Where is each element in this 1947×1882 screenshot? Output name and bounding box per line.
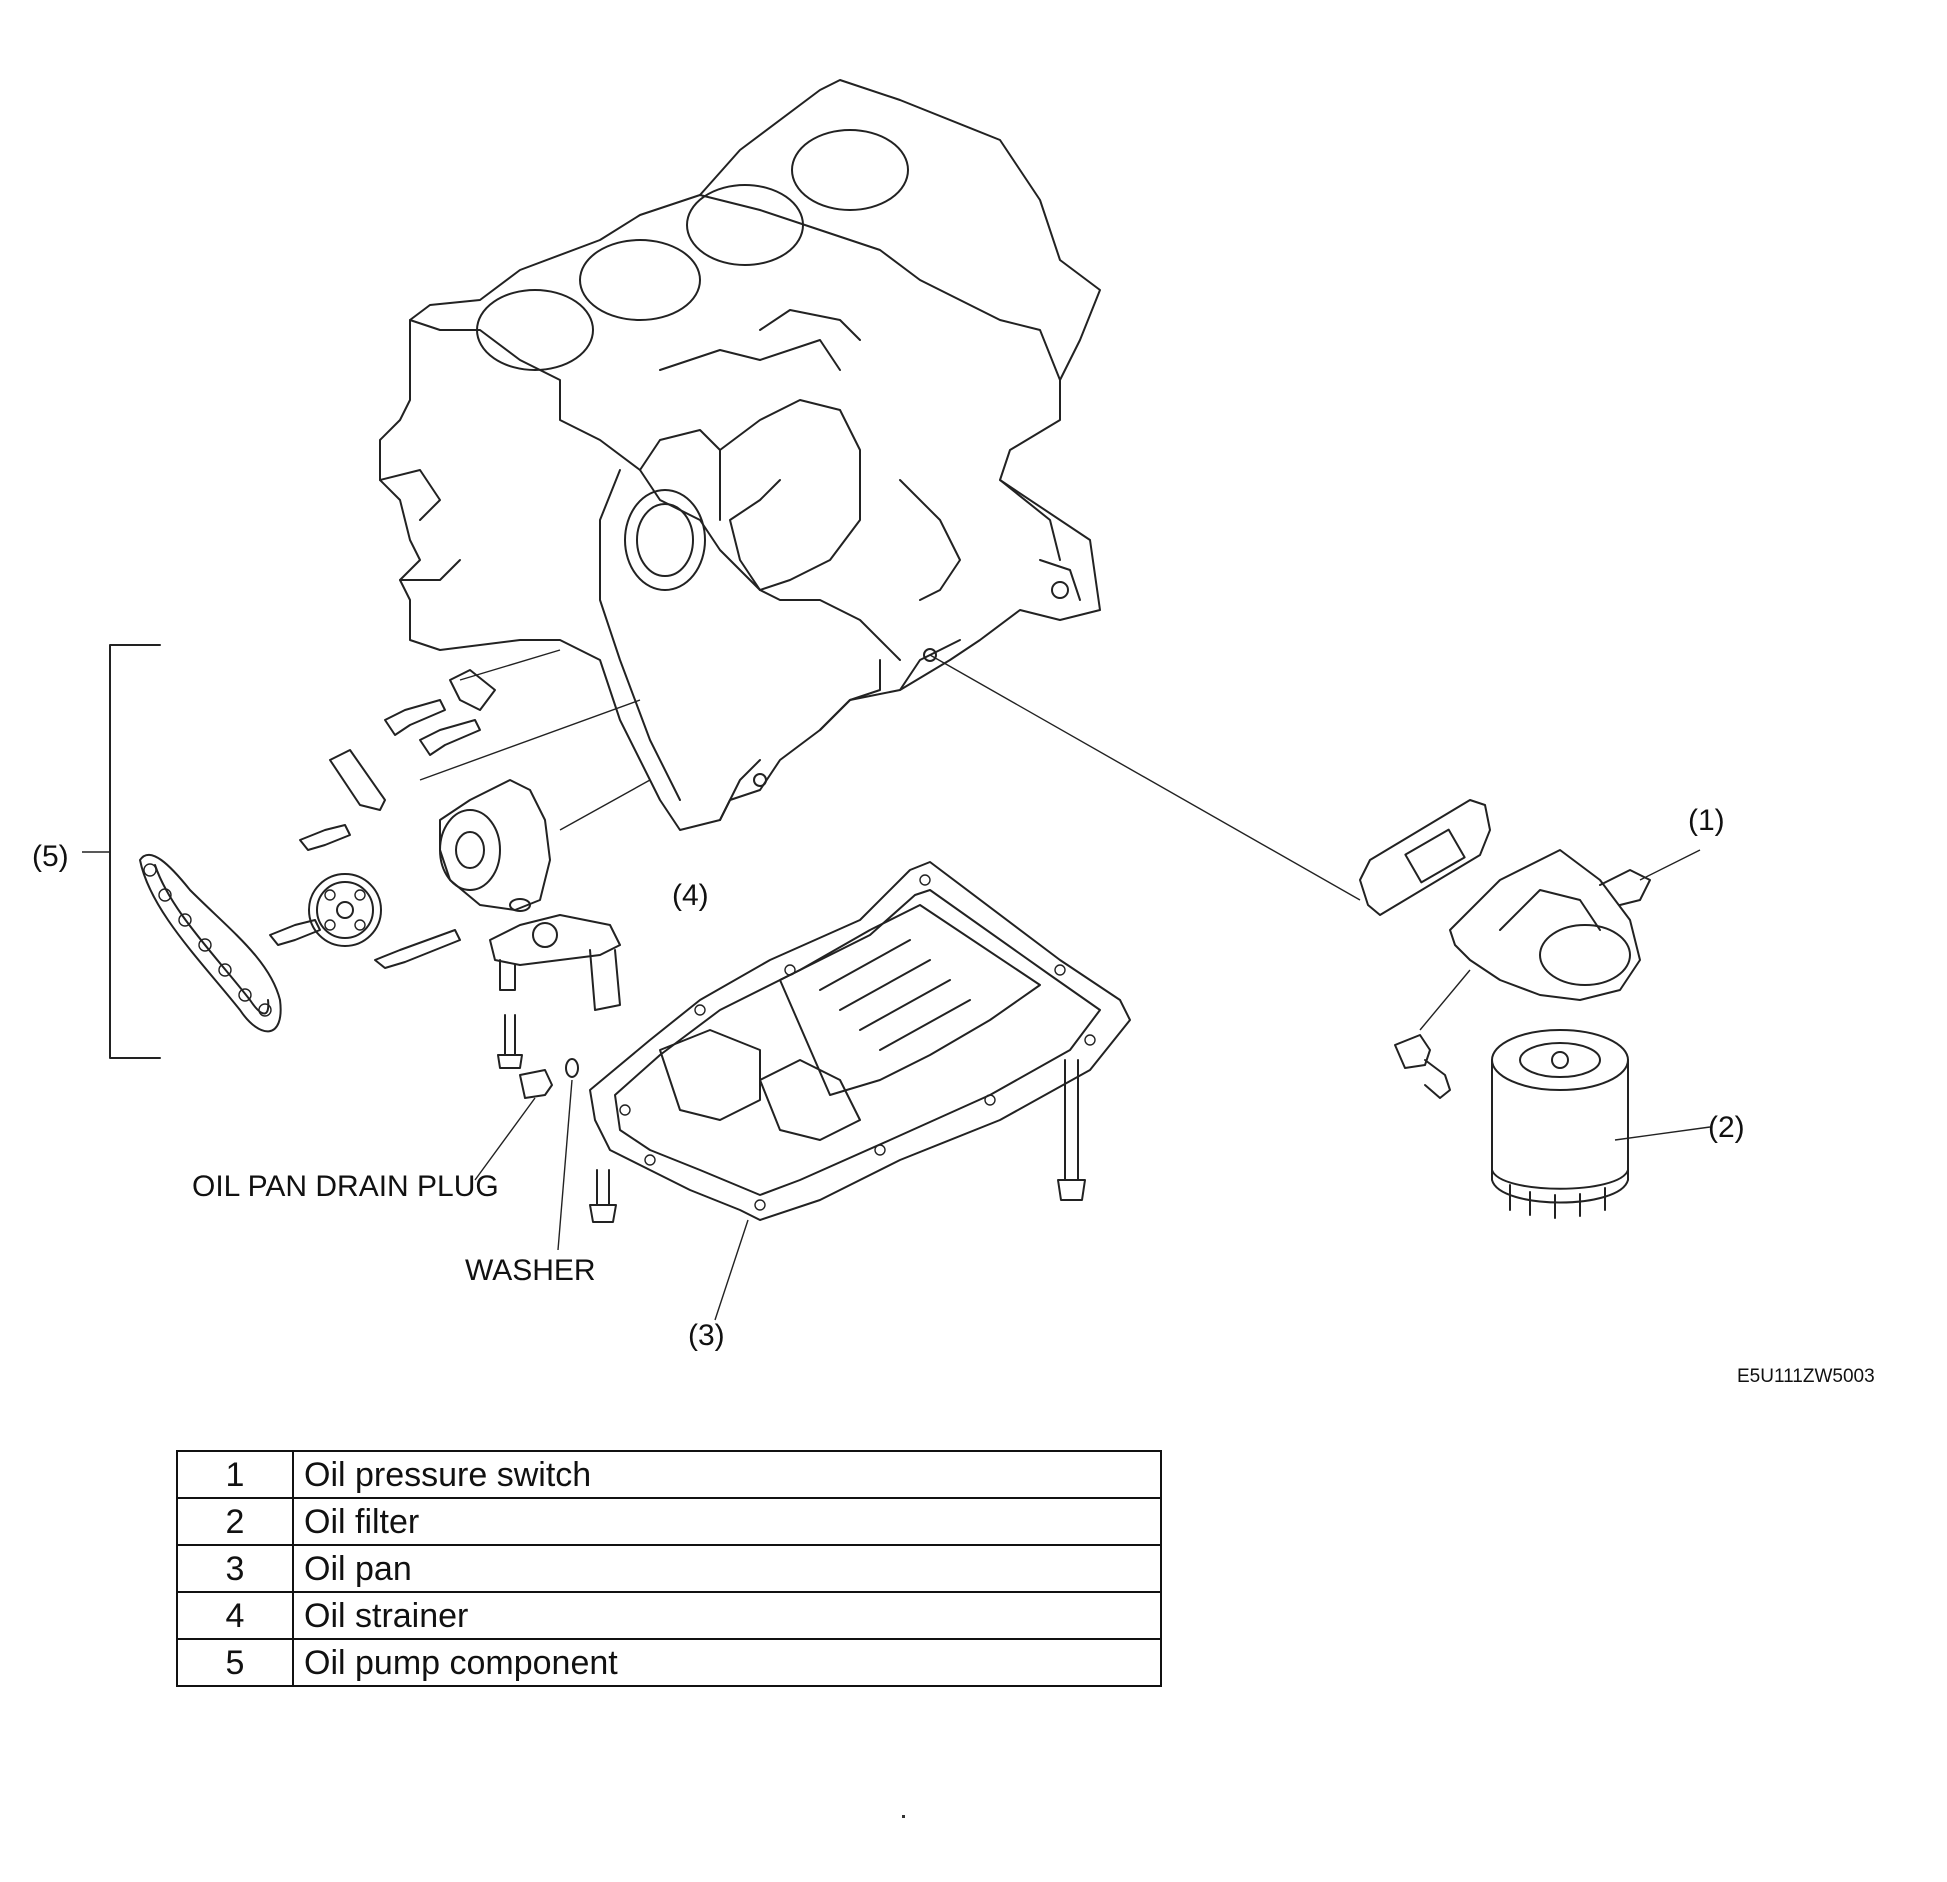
part-name: Oil pan <box>292 1544 1162 1593</box>
drain-plug-label: OIL PAN DRAIN PLUG <box>192 1170 499 1203</box>
drain-plug-and-washer <box>474 1058 579 1251</box>
table-row: 3 Oil pan <box>176 1544 1162 1593</box>
part-number: 1 <box>176 1450 294 1499</box>
table-row: 4 Oil strainer <box>176 1591 1162 1640</box>
callout-5: (5) <box>32 840 69 873</box>
stray-dot <box>902 1815 905 1818</box>
part-number: 3 <box>176 1544 294 1593</box>
callout-2: (2) <box>1708 1111 1745 1144</box>
part-name: Oil filter <box>292 1497 1162 1546</box>
table-row: 5 Oil pump component <box>176 1638 1162 1687</box>
pump-bolts <box>269 699 481 969</box>
part-number: 5 <box>176 1638 294 1687</box>
assembly-guide-lines <box>419 649 1471 1031</box>
part-name: Oil strainer <box>292 1591 1162 1640</box>
part-name: Oil pressure switch <box>292 1450 1162 1499</box>
callout-3: (3) <box>688 1319 725 1352</box>
oil-pan <box>589 861 1131 1321</box>
oil-strainer <box>489 898 621 1069</box>
table-row: 1 Oil pressure switch <box>176 1450 1162 1499</box>
figure-code: E5U111ZW5003 <box>1737 1366 1875 1387</box>
washer-label: WASHER <box>465 1254 596 1287</box>
part-number: 2 <box>176 1497 294 1546</box>
callout-4: (4) <box>672 879 709 912</box>
part-name: Oil pump component <box>292 1638 1162 1687</box>
oil-filter <box>1491 1029 1711 1219</box>
parts-table: 1 Oil pressure switch 2 Oil filter 3 Oil… <box>176 1450 1162 1687</box>
table-row: 2 Oil filter <box>176 1497 1162 1546</box>
oil-filter-adapter <box>1359 799 1701 1099</box>
part-number: 4 <box>176 1591 294 1640</box>
oil-pump-component <box>82 644 551 1059</box>
engine-block <box>379 79 1101 831</box>
exploded-diagram: (1) (2) (3) (4) (5) OIL PAN DRAIN PLUG W… <box>32 79 1875 1387</box>
callout-1: (1) <box>1688 804 1725 837</box>
